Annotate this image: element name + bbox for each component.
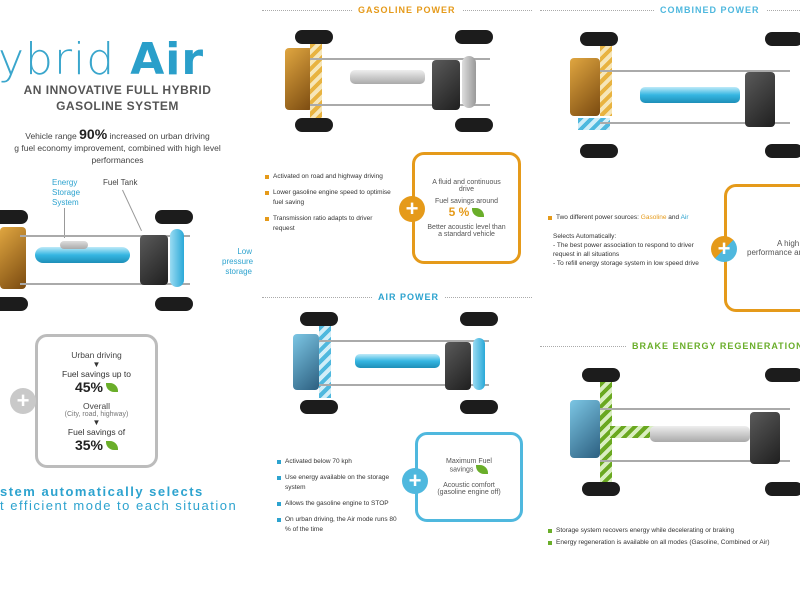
- down-arrow-icon: ▼: [92, 417, 101, 427]
- chassis-illustration-brake: [560, 368, 800, 498]
- air-bullets: Activated below 70 kph Use energy availa…: [277, 457, 402, 541]
- urban-savings-value: 45%: [75, 379, 119, 395]
- combined-bullets: Two different power sources: Gasoline an…: [548, 213, 723, 233]
- summary-card: Urban driving ▼ Fuel savings up to 45% O…: [35, 334, 158, 468]
- intro-text: Vehicle range 90% increased on urban dri…: [0, 126, 235, 166]
- air-benefits-card: Maximum Fuel savings Acoustic comfort (g…: [415, 432, 523, 522]
- benefit-acoustic-comfort: Acoustic comfort (gasoline engine off): [437, 482, 501, 496]
- combined-benefits-card: A high performance and: [724, 184, 800, 312]
- list-item: Activated below 70 kph: [277, 457, 402, 467]
- brake-bullets: Storage system recovers energy while dec…: [548, 526, 800, 554]
- list-item: Transmission ratio adapts to driver requ…: [265, 214, 395, 234]
- chassis-illustration-gasoline: [280, 30, 520, 140]
- list-item: Activated on road and highway driving: [265, 172, 395, 182]
- title-light: ybrid: [0, 34, 116, 85]
- label-energy-storage: Energy Storage System: [52, 178, 81, 207]
- leaf-icon: [106, 383, 119, 393]
- gasoline-benefits-card: A fluid and continuous drive Fuel saving…: [412, 152, 521, 264]
- leaf-icon: [472, 207, 485, 217]
- benefit-performance: performance and: [747, 248, 800, 257]
- chassis-illustration-combined: [560, 32, 800, 162]
- benefit-savings-label: Fuel savings around: [434, 197, 499, 205]
- list-item: Use energy available on the storage syst…: [277, 473, 402, 493]
- urban-driving-label: Urban driving: [71, 349, 122, 360]
- subtitle: AN INNOVATIVE FULL HYBRID GASOLINE SYSTE…: [0, 82, 235, 114]
- list-item: Lower gasoline engine speed to optimise …: [265, 188, 395, 208]
- title-bold: Air: [130, 34, 205, 85]
- leader-line: [64, 208, 65, 238]
- intro-range-value: 90%: [79, 126, 108, 142]
- list-item: Energy regeneration is available on all …: [548, 538, 800, 548]
- plus-icon: +: [10, 388, 36, 414]
- chassis-illustration-main: [0, 205, 215, 315]
- brake-regeneration-title: BRAKE ENERGY REGENERATION: [626, 341, 800, 351]
- combined-selects: Selects Automatically: - The best power …: [553, 232, 713, 268]
- fuel-savings-of-label: Fuel savings of: [67, 426, 126, 437]
- selects-label: Selects Automatically:: [553, 233, 617, 240]
- air-power-title: AIR POWER: [372, 292, 446, 302]
- label-fuel-tank: Fuel Tank: [103, 178, 138, 187]
- gasoline-bullets: Activated on road and highway driving Lo…: [265, 172, 395, 240]
- benefit-fluid-drive: A fluid and continuous drive: [432, 178, 501, 193]
- tagline-line-1: stem automatically selects: [0, 484, 204, 499]
- list-item: Storage system recovers energy while dec…: [548, 526, 800, 536]
- gasoline-power-title: GASOLINE POWER: [352, 5, 462, 15]
- selects-line-2: - To refill energy storage system in low…: [553, 260, 699, 267]
- overall-label: Overall: [83, 400, 110, 411]
- leaf-icon: [106, 441, 119, 451]
- down-arrow-icon: ▼: [92, 359, 101, 369]
- benefit-acoustic: Better acoustic level than a standard ve…: [427, 223, 506, 238]
- page-title: ybrid Air: [0, 34, 204, 85]
- benefit-savings-value: 5 %: [449, 205, 485, 219]
- subtitle-line-1: AN INNOVATIVE FULL HYBRID: [23, 83, 212, 97]
- leaf-icon: [476, 465, 489, 474]
- benefit-high: A high: [777, 239, 800, 248]
- plus-icon: +: [402, 468, 428, 494]
- tagline-line-2: t efficient mode to each situation: [0, 498, 238, 513]
- intro-line-2: g fuel economy improvement, combined wit…: [14, 143, 221, 165]
- chassis-illustration-air: [285, 312, 520, 422]
- overall-savings-value: 35%: [75, 437, 119, 453]
- intro-suffix: increased on urban driving: [109, 131, 210, 141]
- selects-line-1: - The best power association to respond …: [553, 242, 694, 258]
- list-item: On urban driving, the Air mode runs 80 %…: [277, 515, 402, 535]
- list-item: Two different power sources: Gasoline an…: [548, 213, 723, 223]
- label-low-pressure: Low pressure storage: [222, 247, 254, 276]
- benefit-max-savings: Maximum Fuel savings: [446, 458, 492, 474]
- overall-detail: (City, road, highway): [64, 410, 129, 418]
- subtitle-line-2: GASOLINE SYSTEM: [56, 99, 179, 113]
- plus-icon: +: [711, 236, 737, 262]
- combined-power-title: COMBINED POWER: [654, 5, 766, 15]
- fuel-savings-up-to-label: Fuel savings up to: [62, 368, 131, 379]
- list-item: Allows the gasoline engine to STOP: [277, 499, 402, 509]
- plus-icon: +: [399, 196, 425, 222]
- intro-prefix: Vehicle range: [25, 131, 77, 141]
